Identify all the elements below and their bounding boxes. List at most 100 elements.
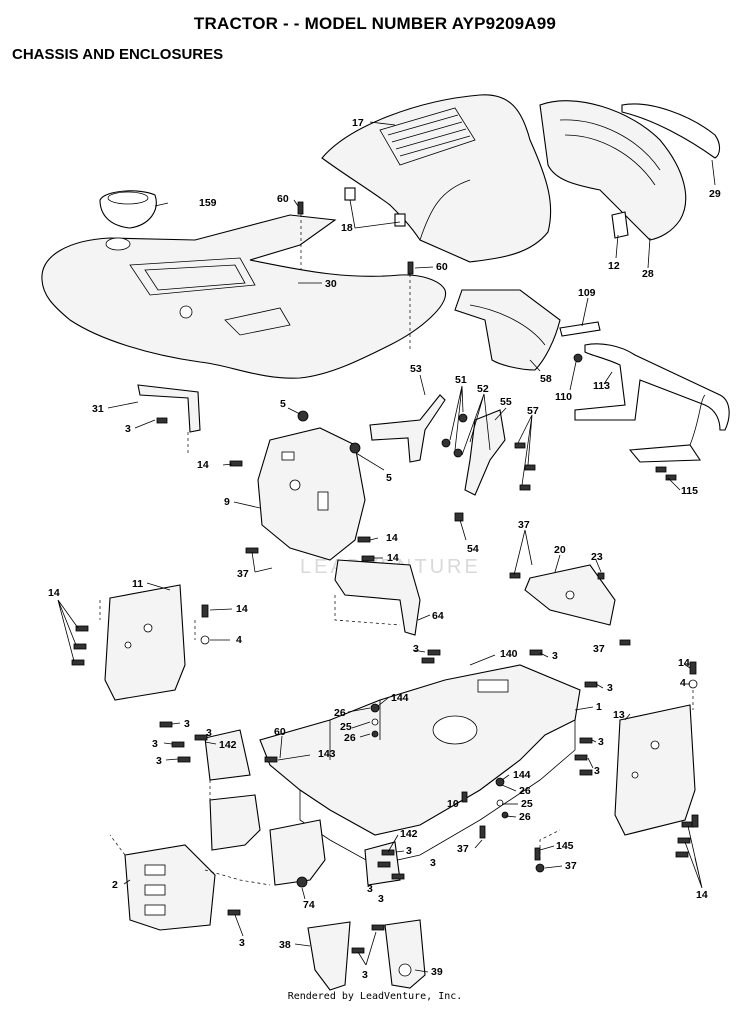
- callout-3: 3: [552, 650, 558, 662]
- callout-58: 58: [540, 373, 552, 385]
- callout-28: 28: [642, 268, 654, 280]
- callout-labels: 17 29 159 60 18 12 28 30 60 109 31 3 53 …: [48, 117, 721, 981]
- dash-panel: [257, 427, 366, 561]
- callout-29: 29: [709, 188, 721, 200]
- callout-74: 74: [303, 899, 315, 911]
- callout-3: 3: [598, 736, 604, 748]
- callout-20: 20: [554, 544, 566, 556]
- callout-18: 18: [341, 222, 353, 234]
- callout-3: 3: [594, 765, 600, 777]
- center-plate: [269, 819, 326, 886]
- grille: [539, 100, 687, 241]
- hood: [321, 94, 552, 263]
- callout-4: 4: [680, 677, 686, 689]
- callout-3: 3: [367, 883, 373, 895]
- callout-109: 109: [578, 287, 596, 299]
- callout-10: 10: [447, 798, 459, 810]
- left-side-panel: [104, 584, 186, 701]
- callout-26: 26: [334, 707, 346, 719]
- hood-lens: [621, 103, 721, 159]
- fender: [41, 214, 447, 379]
- callout-144: 144: [391, 692, 409, 704]
- callout-115: 115: [681, 485, 698, 497]
- callout-23: 23: [591, 551, 603, 563]
- callout-26: 26: [519, 811, 531, 823]
- callout-140: 140: [500, 648, 518, 660]
- bracket-38: [307, 921, 351, 991]
- callout-38: 38: [279, 939, 291, 951]
- callout-53: 53: [410, 363, 422, 375]
- callout-2: 2: [112, 879, 118, 891]
- callout-144: 144: [513, 769, 531, 781]
- front-plate: [124, 844, 216, 931]
- bracket-39: [384, 919, 426, 989]
- footrest-bracket: [137, 384, 201, 433]
- callout-14: 14: [197, 459, 209, 471]
- callout-4: 4: [236, 634, 242, 646]
- callout-52: 52: [477, 383, 489, 395]
- callout-26: 26: [344, 732, 356, 744]
- front-bracket: [209, 794, 261, 851]
- callout-37: 37: [457, 843, 469, 855]
- callout-37: 37: [565, 860, 577, 872]
- callout-159: 159: [199, 197, 217, 209]
- callout-12: 12: [608, 260, 620, 272]
- callout-143: 143: [318, 748, 336, 760]
- callout-113: 113: [593, 380, 610, 392]
- callout-1: 1: [596, 701, 602, 713]
- section-subtitle: CHASSIS AND ENCLOSURES: [12, 46, 224, 63]
- callout-145: 145: [556, 840, 574, 852]
- callout-64: 64: [432, 610, 444, 622]
- callout-14: 14: [387, 552, 399, 564]
- fasteners: [71, 201, 699, 954]
- callout-37: 37: [237, 568, 249, 580]
- callout-14: 14: [48, 587, 60, 599]
- right-side-panel: [614, 704, 696, 836]
- bracket-53: [369, 394, 446, 463]
- hood-latch: [611, 211, 629, 239]
- callout-5: 5: [280, 398, 286, 410]
- page-title: TRACTOR - - MODEL NUMBER AYP9209A99: [193, 14, 557, 33]
- callout-25: 25: [340, 721, 352, 733]
- callout-110: 110: [555, 391, 572, 403]
- footer-credit: Rendered by LeadVenture, Inc.: [287, 991, 463, 1002]
- callout-3: 3: [152, 738, 158, 750]
- callout-3: 3: [607, 682, 613, 694]
- fuel-tank-shield: [454, 289, 561, 371]
- callout-11: 11: [132, 578, 143, 590]
- callout-26: 26: [519, 785, 531, 797]
- bracket-55: [464, 409, 506, 496]
- callout-3: 3: [362, 969, 368, 981]
- callout-31: 31: [92, 403, 104, 415]
- strap: [559, 321, 601, 337]
- callout-55: 55: [500, 396, 512, 408]
- callout-17: 17: [352, 117, 364, 129]
- steering-support: [334, 559, 421, 636]
- callout-13: 13: [613, 709, 625, 721]
- callout-3: 3: [239, 937, 245, 949]
- mount-plate-142: [204, 729, 251, 781]
- callout-3: 3: [206, 727, 212, 739]
- callout-14: 14: [386, 532, 398, 544]
- assembly-lines: [99, 214, 694, 886]
- callout-9: 9: [224, 496, 230, 508]
- callout-60: 60: [436, 261, 448, 273]
- callout-25: 25: [521, 798, 533, 810]
- callout-54: 54: [467, 543, 479, 555]
- callout-14: 14: [678, 657, 690, 669]
- callout-142: 142: [219, 739, 237, 751]
- callout-3: 3: [125, 423, 131, 435]
- callout-3: 3: [378, 893, 384, 905]
- callout-60: 60: [274, 726, 286, 738]
- callout-3: 3: [430, 857, 436, 869]
- callout-37: 37: [518, 519, 530, 531]
- callout-37: 37: [593, 643, 605, 655]
- callout-3: 3: [406, 845, 412, 857]
- callout-5: 5: [386, 472, 392, 484]
- callout-57: 57: [527, 405, 539, 417]
- callout-14: 14: [236, 603, 248, 615]
- callout-51: 51: [455, 374, 467, 386]
- callout-60: 60: [277, 193, 289, 205]
- callout-3: 3: [156, 755, 162, 767]
